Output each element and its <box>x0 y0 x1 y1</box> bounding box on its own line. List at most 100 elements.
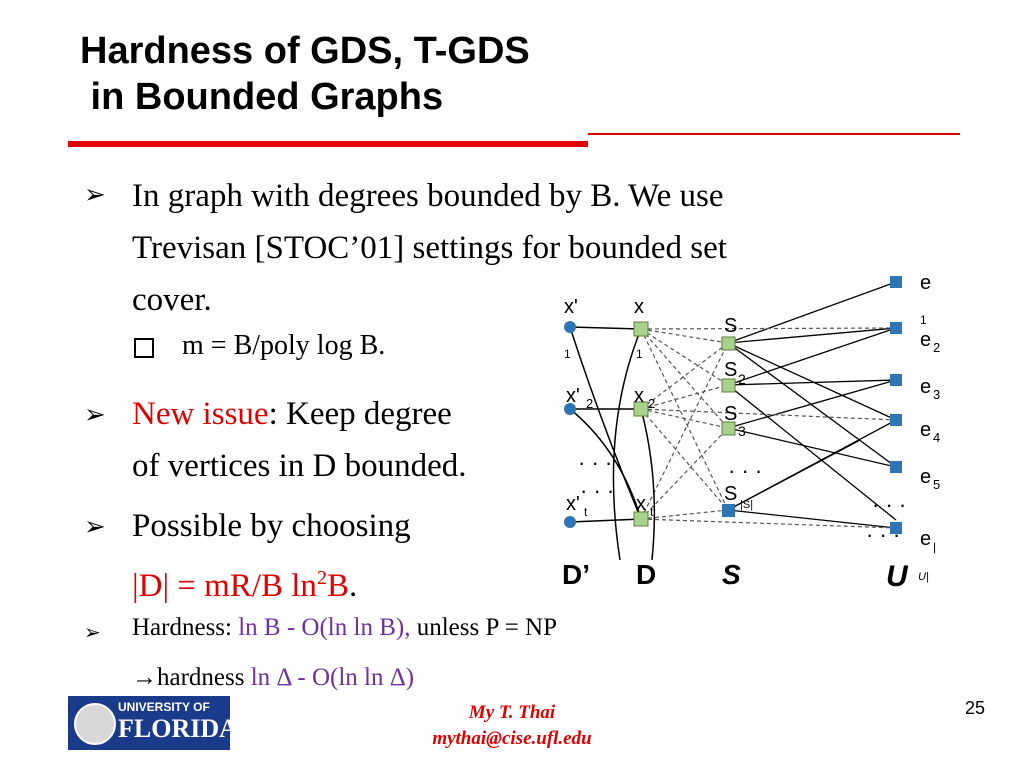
node-x2 <box>633 401 649 417</box>
bullet-arrow-icon: ➢ <box>84 620 101 644</box>
hardness-bound: ln B - O(ln ln B), <box>238 614 411 641</box>
hardness-label: Hardness: <box>132 614 239 641</box>
label-xtprime-sub: t <box>584 505 588 519</box>
label-s3-sub: 3 <box>738 423 746 439</box>
label-e3: e <box>920 376 931 398</box>
node-e1 <box>890 276 902 288</box>
label-s3: S <box>724 403 737 425</box>
node-x2prime <box>564 403 576 415</box>
university-logo: UNIVERSITY OF FLORIDA <box>68 696 238 750</box>
label-e1: e <box>920 272 931 294</box>
node-e4 <box>890 414 902 426</box>
formula-b: B <box>326 568 349 604</box>
seal-icon <box>74 703 116 745</box>
label-elast-sub: | <box>933 540 936 554</box>
bullet-1: In graph with degrees bounded by B. We u… <box>132 170 727 326</box>
label-x2prime-sub: 2 <box>586 396 593 411</box>
new-issue-text: New issue <box>132 396 269 432</box>
label-e5: e <box>920 466 931 488</box>
bullet-4: Hardness: ln B - O(ln ln B), unless P = … <box>132 614 557 642</box>
ellipsis-u: · · · <box>872 492 906 517</box>
bullet-3-line-1: Possible by choosing <box>132 508 411 544</box>
bullet-3: Possible by choosing |D| = mR/B ln2B. <box>132 500 411 612</box>
title-underline <box>68 141 588 147</box>
checkbox-bullet-icon <box>134 338 154 358</box>
label-s-set: S <box>722 559 741 590</box>
hardness-delta-bound: ln Δ - O(ln ln Δ) <box>250 664 415 691</box>
author-name: My T. Thai <box>468 702 556 723</box>
node-s3 <box>721 421 736 436</box>
label-x1prime: x' <box>564 296 578 318</box>
title-underline-thin <box>588 133 960 135</box>
node-e2 <box>890 322 902 334</box>
label-x1-sub: 1 <box>636 347 643 361</box>
bullet-1-line-2: Trevisan [STOC’01] settings for bounded … <box>132 230 727 266</box>
ellipsis-dprime: · · · <box>578 450 612 475</box>
label-xtprime: x' <box>566 493 580 515</box>
label-u-set: U <box>886 560 909 593</box>
label-elast: e <box>920 528 931 550</box>
s-u-dashed-edges <box>640 327 897 529</box>
node-e3 <box>890 374 902 386</box>
node-elast <box>890 522 902 534</box>
label-x1: x <box>634 296 644 318</box>
label-e4: e <box>920 419 931 441</box>
logo-text-line-1: UNIVERSITY OF <box>118 700 210 714</box>
footer-author: My T. Thai mythai@cise.ufl.edu <box>400 700 624 752</box>
author-email: mythai@cise.ufl.edu <box>432 728 592 749</box>
ellipsis-s: · · · <box>728 458 762 483</box>
ellipsis-d: · · · <box>580 478 614 503</box>
ellipsis-u-2: · · · <box>866 522 900 547</box>
dprime-d-edges <box>569 326 656 561</box>
label-e5-sub: 5 <box>933 477 940 492</box>
bullet-arrow-icon: ➢ <box>84 180 106 210</box>
sub-bullet-1: m = B/poly log B. <box>182 330 386 361</box>
node-x1prime <box>564 321 576 333</box>
slide-title: Hardness of GDS, T-GDS in Bounded Graphs <box>80 28 530 120</box>
label-s-last-sub: |S| <box>740 499 753 511</box>
node-xtprime <box>564 516 576 528</box>
title-line-2: in Bounded Graphs <box>80 76 444 118</box>
label-e2: e <box>920 329 931 351</box>
hardness-delta-label: hardness <box>157 664 251 691</box>
bullet-2-rest: : Keep degree <box>268 396 452 432</box>
label-xt: x <box>636 493 646 515</box>
node-s1 <box>721 336 736 351</box>
label-e4-sub: 4 <box>933 430 940 445</box>
node-x1 <box>633 321 649 337</box>
d-s-edges <box>640 328 729 520</box>
label-s2: S <box>724 359 737 381</box>
bullet-2-line-2: of vertices in D bounded. <box>132 448 467 484</box>
logo-text-line-2: FLORIDA <box>118 714 238 743</box>
formula-d-size: |D| = mR/B ln <box>132 568 317 604</box>
label-xt-sub: t <box>650 505 654 519</box>
label-x2prime: x' <box>566 385 580 407</box>
s-nodes <box>721 336 736 436</box>
label-e1-sub: 1 <box>920 313 927 327</box>
node-s2 <box>721 378 736 393</box>
label-d-set: D <box>636 559 656 590</box>
bullet-1-line-3: cover. <box>132 282 212 318</box>
hardness-condition: unless P = NP <box>410 614 557 641</box>
bullet-5: →hardness ln Δ - O(ln ln Δ) <box>132 664 414 692</box>
label-d-prime-set: D’ <box>562 559 590 590</box>
label-x2: x <box>634 385 644 407</box>
label-s2-sub: 2 <box>738 371 746 387</box>
label-s1: S <box>724 315 737 337</box>
formula-dot: . <box>348 568 358 604</box>
s-u-edges <box>727 281 897 529</box>
right-arrow-icon: → <box>132 664 157 691</box>
bullet-2: New issue: Keep degree of vertices in D … <box>132 388 467 492</box>
page-number: 25 <box>965 698 986 718</box>
label-x1prime-sub: 1 <box>564 347 571 361</box>
u-nodes <box>890 276 902 534</box>
label-u-sub: U| <box>918 571 929 583</box>
formula-sup: 2 <box>316 567 327 589</box>
node-s-last <box>722 504 735 517</box>
title-line-1: Hardness of GDS, T-GDS <box>80 30 530 72</box>
bullet-1-line-1: In graph with degrees bounded by B. We u… <box>132 178 724 214</box>
bullet-arrow-icon: ➢ <box>84 400 106 430</box>
label-s-last: S <box>724 483 737 505</box>
label-e2-sub: 2 <box>933 340 940 355</box>
